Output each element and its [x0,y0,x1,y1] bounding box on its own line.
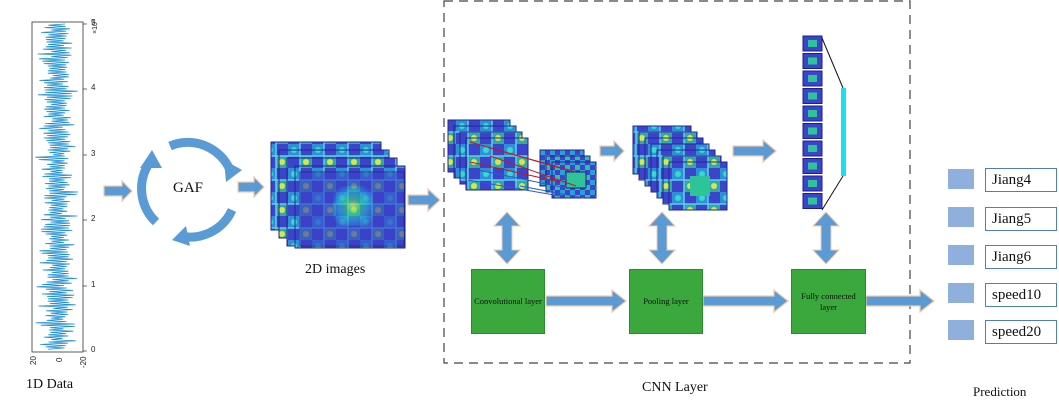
label-1d-data: 1D Data [26,377,74,392]
label-2d-images: 2D images [305,262,366,277]
fc-column [802,35,823,209]
class-square-speed10 [948,283,974,303]
label-gaf: GAF [173,180,204,196]
fc-tile-center [808,180,817,187]
fc-tile-center [808,110,817,117]
class-label-jiang6: Jiang6 [985,245,1057,269]
fc-tile-center [808,92,817,100]
class-square-jiang4 [948,169,974,189]
fc-tile-center [808,127,817,135]
class-label-speed20: speed20 [985,320,1057,344]
fc-tile-center [808,197,817,205]
double-arrow-pool [647,211,677,265]
label-cnn-layer: CNN Layer [642,380,708,395]
y-tick-3: 3 [91,149,96,158]
pool-feature-maps [632,125,728,211]
arrow-conv-to-pool-maps [599,139,625,163]
arrow-conv-to-pool [545,288,627,314]
convolutional-layer-box: Convolutional layer [471,269,545,334]
double-arrow-conv [492,211,522,265]
y-tick-4: 4 [91,83,96,92]
pooling-layer-box: Pooling layer [629,269,703,334]
label-prediction: Prediction [973,384,1027,399]
x-tick-20: 20 [29,356,38,365]
x-tick-neg20: -20 [79,356,88,368]
fc-tile-center [808,57,817,65]
class-label-jiang4: Jiang4 [985,168,1057,192]
fully-connected-layer-box: Fully connected layer [791,269,866,334]
y-tick-2: 2 [91,214,96,223]
arrow-images-to-cnn [407,187,441,213]
class-square-jiang5 [948,207,974,227]
x-tick-0: 0 [55,357,64,362]
conv-feature-maps [447,119,597,199]
double-arrow-fc [811,211,841,265]
signal-trace [35,23,79,350]
arrow-gaf-to-images [237,175,265,199]
arrow-fc-to-prediction [865,288,935,314]
y-tick-1: 1 [91,280,96,289]
class-label-jiang5: Jiang5 [985,207,1057,231]
arrow-pool-to-fc-box [702,288,789,314]
fc-tile-center [808,162,817,170]
arrow-pool-to-fc [732,138,777,164]
fc-tile-center [808,145,817,152]
y-tick-0: 0 [91,345,96,354]
y-multiplier: ×10⁴ [92,19,99,34]
fc-vector-bar [841,88,846,176]
fc-tile-center [808,75,817,82]
arrow-signal-to-gaf [103,179,133,203]
fc-tile-center [808,40,817,47]
heatmap-stack [270,141,406,249]
class-square-speed20 [948,320,974,340]
class-label-speed10: speed10 [985,283,1057,307]
class-square-jiang6 [948,245,974,265]
y-tick-5: 5 [91,18,96,27]
cnn-frame [443,0,911,364]
